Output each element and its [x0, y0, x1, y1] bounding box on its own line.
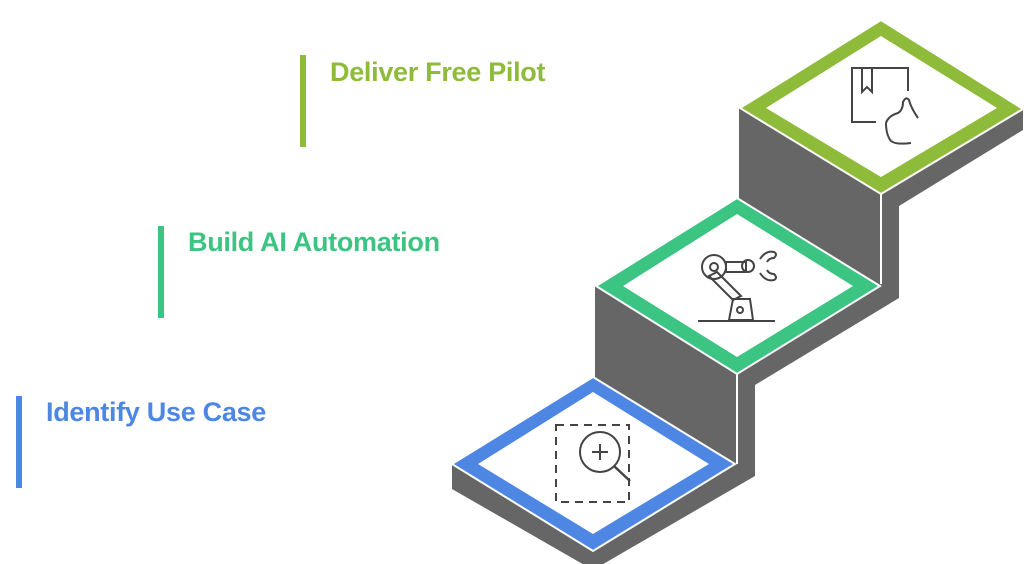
package-hand-icon [851, 67, 919, 145]
step-3-label: Deliver Free Pilot [330, 57, 546, 87]
step-2-accent-bar [158, 226, 164, 318]
step-3-accent-bar [300, 55, 306, 147]
robot-arm-icon [698, 250, 777, 322]
search-plus-dashed-frame-icon [555, 424, 631, 503]
step-3-platform-inner [766, 36, 997, 177]
step-1-accent-bar [16, 396, 22, 488]
step-2-platform-inner [623, 214, 853, 357]
step-1-label: Identify Use Case [46, 397, 266, 427]
step-2-label: Build AI Automation [188, 227, 440, 257]
